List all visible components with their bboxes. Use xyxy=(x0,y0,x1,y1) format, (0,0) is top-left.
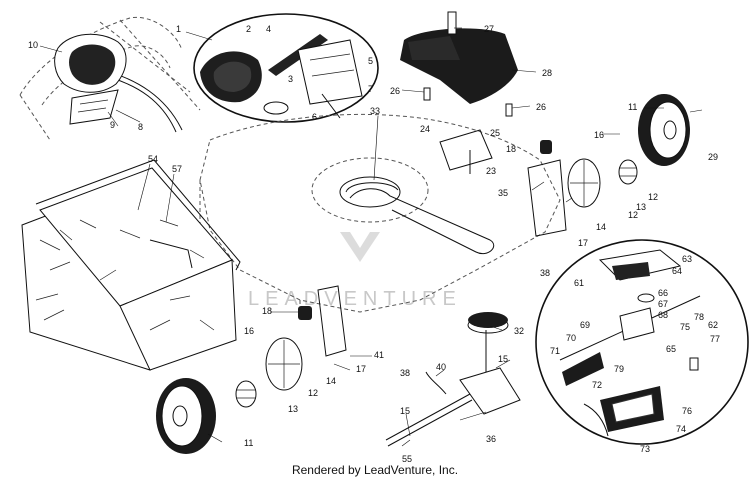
callout-33: 33 xyxy=(370,106,380,116)
callout-62: 62 xyxy=(708,320,718,330)
hub-cap-front xyxy=(265,337,303,391)
callout-14-rear: 14 xyxy=(596,222,606,232)
front-height-adjuster xyxy=(298,285,347,357)
callout-23: 23 xyxy=(486,166,496,176)
callout-9: 9 xyxy=(110,120,115,130)
rear-height-adjuster xyxy=(527,140,567,237)
upper-handle-panel xyxy=(400,11,518,104)
callout-2: 2 xyxy=(246,24,251,34)
callout-63: 63 xyxy=(682,254,692,264)
callout-14-front: 14 xyxy=(326,376,336,386)
callout-73: 73 xyxy=(640,444,650,454)
callout-77: 77 xyxy=(710,334,720,344)
leader-lines xyxy=(39,27,703,447)
drive-belt xyxy=(349,188,495,254)
handle-bracket xyxy=(69,89,119,125)
callout-29: 29 xyxy=(708,152,718,162)
callout-35: 35 xyxy=(498,188,508,198)
callout-65: 65 xyxy=(666,344,676,354)
bolt xyxy=(423,87,431,101)
callout-76: 76 xyxy=(682,406,692,416)
callout-5: 5 xyxy=(368,56,373,66)
callout-26-left: 26 xyxy=(390,86,400,96)
callout-15-axle: 15 xyxy=(400,406,410,416)
callout-79: 79 xyxy=(614,364,624,374)
callout-15-transmission: 15 xyxy=(498,354,508,364)
callout-8: 8 xyxy=(138,122,143,132)
callout-54: 54 xyxy=(148,154,158,164)
callout-68: 68 xyxy=(658,310,668,320)
callout-55: 55 xyxy=(402,454,412,464)
detail-callout-circle xyxy=(193,13,379,123)
callout-17-rear: 17 xyxy=(578,238,588,248)
callout-26-right: 26 xyxy=(536,102,546,112)
part-callouts: 1 2 3 4 5 6 7 8 9 10 11 11 12 12 12 13 1… xyxy=(28,24,720,464)
callout-71: 71 xyxy=(550,346,560,356)
callout-28: 28 xyxy=(542,68,552,78)
callout-38-rear: 38 xyxy=(540,268,550,278)
bolt xyxy=(505,103,513,117)
callout-57: 57 xyxy=(172,164,182,174)
callout-74: 74 xyxy=(676,424,686,434)
handle-outline xyxy=(19,16,201,141)
callout-36: 36 xyxy=(486,434,496,444)
callout-11-front: 11 xyxy=(244,438,253,448)
callout-24: 24 xyxy=(420,124,430,134)
callout-64: 64 xyxy=(672,266,682,276)
callout-25: 25 xyxy=(490,128,500,138)
callout-32: 32 xyxy=(514,326,524,336)
callout-16-rear: 16 xyxy=(594,130,604,140)
callout-67: 67 xyxy=(658,299,668,309)
callout-72: 72 xyxy=(592,380,602,390)
handle-grip-cover xyxy=(54,33,127,93)
callout-66: 66 xyxy=(658,288,668,298)
callout-38-front: 38 xyxy=(400,368,410,378)
callout-13-rear: 13 xyxy=(636,202,646,212)
callout-75: 75 xyxy=(680,322,690,332)
callout-12-front: 12 xyxy=(308,388,318,398)
callout-61: 61 xyxy=(574,278,584,288)
callout-13-front: 13 xyxy=(288,404,298,414)
callout-69: 69 xyxy=(580,320,590,330)
drive-pinion-front xyxy=(235,380,257,408)
callout-17-front: 17 xyxy=(356,364,366,374)
callout-78: 78 xyxy=(694,312,704,322)
transmission-assembly xyxy=(385,312,521,447)
rear-wheel-right xyxy=(638,94,690,166)
callout-40: 40 xyxy=(436,362,446,372)
grass-catcher-bag xyxy=(21,159,241,371)
callout-12-rear: 12 xyxy=(648,192,658,202)
callout-11-rear: 11 xyxy=(628,102,637,112)
front-wheel-left xyxy=(156,378,216,454)
mower-deck-outline xyxy=(199,113,561,320)
callout-41: 41 xyxy=(374,350,384,360)
watermark-text: LEADVENTURE xyxy=(248,288,462,310)
hub-cap-rear xyxy=(567,158,601,208)
callout-1: 1 xyxy=(176,24,181,34)
callout-70: 70 xyxy=(566,333,576,343)
callout-4: 4 xyxy=(266,24,271,34)
callout-12-mid: 12 xyxy=(628,210,638,220)
callout-7: 7 xyxy=(368,84,373,94)
callout-27: 27 xyxy=(484,24,494,34)
drive-pinion-rear xyxy=(618,159,638,185)
belt-guide-bracket xyxy=(439,129,493,174)
callout-6: 6 xyxy=(312,112,317,122)
callout-3: 3 xyxy=(288,74,293,84)
callout-16-front: 16 xyxy=(244,326,254,336)
callout-18-rear: 18 xyxy=(506,144,516,154)
gearbox-detail-circle xyxy=(535,239,749,445)
footer-credit: Rendered by LeadVenture, Inc. xyxy=(291,463,459,477)
watermark: LEADVENTURE xyxy=(248,232,462,310)
callout-10: 10 xyxy=(28,40,38,50)
callout-18-front: 18 xyxy=(262,306,272,316)
